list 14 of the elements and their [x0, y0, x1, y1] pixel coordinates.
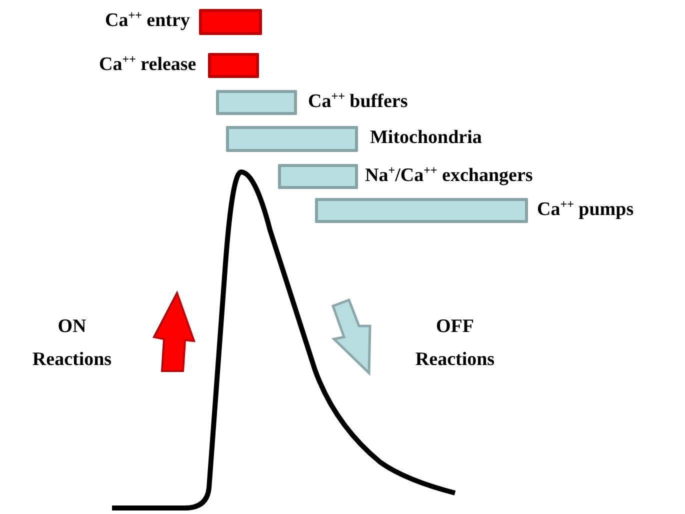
timeline-bar: [315, 198, 528, 223]
mechanism-label: Mitochondria: [370, 126, 482, 150]
mechanism-label: Na$^{+}$/Ca$^{++}$ exchangers: [365, 164, 533, 188]
timeline-bar: [208, 53, 259, 78]
mechanism-label: Ca$^{++}$ entry: [105, 9, 190, 33]
timeline-bar: [216, 90, 297, 115]
mechanism-label: Ca$^{++}$ pumps: [537, 198, 634, 222]
timeline-bar: [199, 9, 262, 35]
timeline-bar: [226, 126, 358, 152]
reaction-label: OFF Reactions: [414, 315, 496, 372]
mechanism-label: Ca$^{++}$ buffers: [308, 90, 408, 114]
timeline-bar: [278, 164, 358, 189]
reaction-label: ON Reactions: [31, 315, 113, 372]
mechanism-label: Ca$^{++}$ release: [99, 52, 196, 76]
